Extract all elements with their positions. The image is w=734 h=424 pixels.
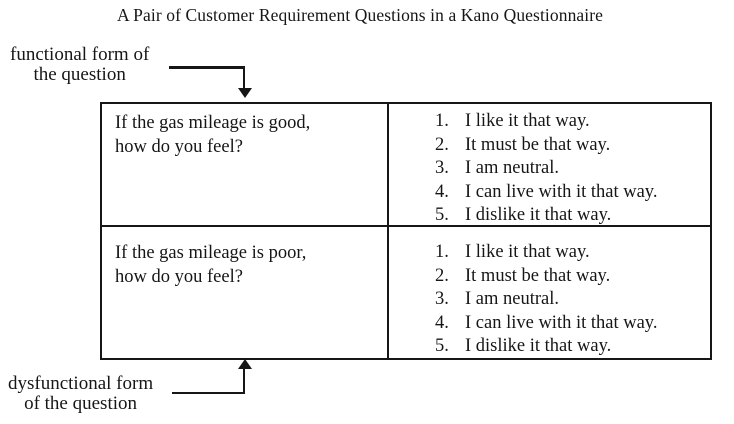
dysfunctional-arrow-vertical-line: [242, 369, 245, 393]
option-text: I am neutral.: [465, 158, 559, 178]
dysfunctional-options-cell: 1. I like it that way. 2. It must be tha…: [387, 225, 710, 359]
option-text: I like it that way.: [465, 111, 590, 131]
option-text: I can live with it that way.: [465, 181, 658, 202]
functional-question-cell: If the gas mileage is good, how do you f…: [102, 104, 387, 225]
answer-option: 1. I like it that way.: [435, 241, 706, 265]
functional-arrow-vertical-line: [242, 66, 245, 89]
option-text: I dislike it that way.: [465, 205, 612, 225]
option-number: 2.: [435, 134, 449, 155]
option-text: It must be that way.: [465, 134, 611, 155]
dysfunctional-question-cell: If the gas mileage is poor, how do you f…: [102, 225, 387, 359]
option-text: It must be that way.: [465, 265, 611, 286]
functional-options-cell: 1. I like it that way. 2. It must be tha…: [387, 104, 710, 225]
option-number: 2.: [435, 265, 449, 286]
arrow-down-icon: [237, 88, 252, 98]
option-number: 1.: [435, 111, 449, 131]
question-line: how do you feel?: [115, 266, 243, 287]
question-line: If the gas mileage is poor,: [115, 243, 307, 263]
answer-option: 2. It must be that way.: [435, 134, 706, 158]
functional-form-label-line1: functional form of: [10, 44, 150, 65]
option-number: 4.: [435, 312, 449, 333]
option-number: 5.: [435, 336, 449, 356]
answer-option: 2. It must be that way.: [435, 265, 706, 289]
answer-option: 3. I am neutral.: [435, 288, 706, 312]
option-number: 3.: [435, 289, 449, 309]
dysfunctional-form-label: dysfunctional form of the question: [8, 374, 153, 414]
kano-question-table: If the gas mileage is good, how do you f…: [100, 102, 712, 360]
answer-option: 5. I dislike it that way.: [435, 204, 706, 228]
functional-form-label-line2: the question: [33, 64, 126, 85]
option-text: I like it that way.: [465, 242, 590, 262]
option-text: I dislike it that way.: [465, 336, 612, 356]
answer-option: 4. I can live with it that way.: [435, 181, 706, 205]
dysfunctional-form-label-line2: of the question: [24, 393, 138, 414]
figure-title: A Pair of Customer Requirement Questions…: [116, 5, 604, 25]
dysfunctional-form-label-line1: dysfunctional form: [8, 373, 154, 394]
functional-arrow-horizontal-line: [169, 66, 244, 69]
option-text: I can live with it that way.: [465, 312, 658, 333]
option-text: I am neutral.: [465, 289, 559, 309]
arrow-up-icon: [237, 359, 252, 369]
question-line: If the gas mileage is good,: [115, 113, 311, 133]
question-line: how do you feel?: [115, 136, 243, 157]
answer-option: 3. I am neutral.: [435, 157, 706, 181]
answer-option: 5. I dislike it that way.: [435, 335, 706, 359]
option-number: 5.: [435, 205, 449, 225]
option-number: 3.: [435, 158, 449, 178]
option-number: 1.: [435, 242, 449, 262]
option-number: 4.: [435, 181, 449, 202]
functional-form-label: functional form of the question: [10, 45, 149, 85]
answer-option: 1. I like it that way.: [435, 110, 706, 134]
dysfunctional-arrow-horizontal-line: [172, 391, 245, 394]
answer-option: 4. I can live with it that way.: [435, 312, 706, 336]
